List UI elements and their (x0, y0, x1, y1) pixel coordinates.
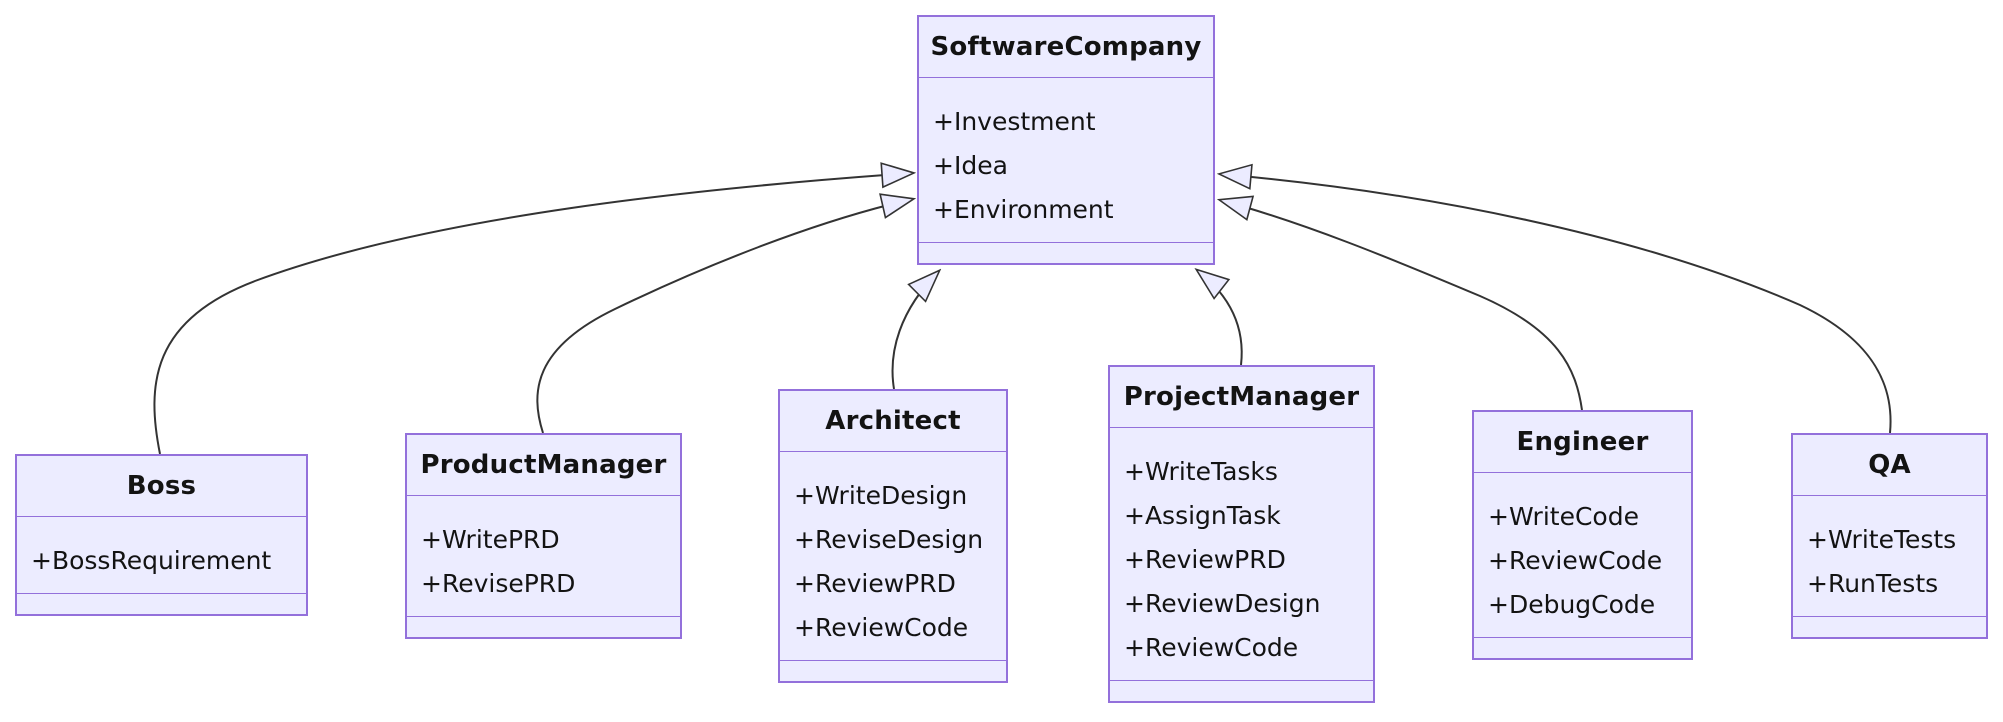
class-empty-methods-compartment (1474, 637, 1691, 658)
class-member: +Environment (933, 195, 1114, 224)
class-empty-methods-compartment (407, 616, 680, 637)
class-title: QA (1868, 450, 1911, 480)
edge-engineer-to-softwarecompany (1220, 200, 1583, 411)
edge-productmanager-to-softwarecompany (536, 199, 913, 434)
class-empty-methods-compartment (1110, 680, 1373, 701)
class-title: Boss (126, 471, 197, 501)
class-member: +WriteCode (1488, 502, 1639, 531)
class-member: +ReviewDesign (1124, 589, 1321, 618)
class-member: +WriteDesign (794, 481, 968, 510)
class-member: +ReviseDesign (794, 525, 984, 554)
class-members: +WriteTests +RunTests (1793, 495, 1986, 616)
class-member: +Investment (933, 107, 1096, 136)
class-box-boss: Boss +BossRequirement (15, 454, 308, 616)
class-title: Engineer (1516, 427, 1649, 457)
class-member: +DebugCode (1488, 590, 1656, 619)
class-member: +WriteTests (1807, 525, 1957, 554)
class-members: +WriteTasks +AssignTask +ReviewPRD +Revi… (1110, 427, 1373, 680)
class-members: +BossRequirement (17, 516, 306, 593)
class-member: +ReviewCode (1488, 546, 1663, 575)
class-member: +WriteTasks (1124, 457, 1278, 486)
class-box-architect: Architect +WriteDesign +ReviseDesign +Re… (778, 389, 1008, 683)
class-box-softwarecompany: SoftwareCompany +Investment +Idea +Envir… (917, 15, 1215, 265)
class-member: +BossRequirement (31, 546, 272, 575)
class-title: ProjectManager (1123, 382, 1360, 412)
class-member: +RunTests (1807, 569, 1939, 598)
class-member: +AssignTask (1124, 501, 1281, 530)
class-members: +Investment +Idea +Environment (919, 77, 1213, 242)
class-title: ProductManager (420, 450, 667, 480)
class-member: +RevisePRD (421, 569, 576, 598)
class-members: +WritePRD +RevisePRD (407, 495, 680, 616)
class-member: +Idea (933, 151, 1008, 180)
class-box-productmanager: ProductManager +WritePRD +RevisePRD (405, 433, 682, 639)
class-empty-methods-compartment (919, 242, 1213, 263)
class-box-engineer: Engineer +WriteCode +ReviewCode +DebugCo… (1472, 410, 1693, 660)
edge-qa-to-softwarecompany (1220, 174, 1892, 434)
edge-projectmanager-to-softwarecompany (1197, 270, 1243, 366)
class-box-projectmanager: ProjectManager +WriteTasks +AssignTask +… (1108, 365, 1375, 703)
class-empty-methods-compartment (1793, 616, 1986, 637)
class-title: SoftwareCompany (930, 32, 1202, 62)
edge-architect-to-softwarecompany (891, 271, 939, 390)
class-box-qa: QA +WriteTests +RunTests (1791, 433, 1988, 639)
class-member: +ReviewCode (1124, 633, 1299, 662)
class-empty-methods-compartment (17, 593, 306, 614)
class-member: +ReviewPRD (794, 569, 956, 598)
class-member: +WritePRD (421, 525, 560, 554)
edge-boss-to-softwarecompany (153, 173, 913, 455)
class-title: Architect (825, 406, 961, 436)
class-members: +WriteDesign +ReviseDesign +ReviewPRD +R… (780, 451, 1006, 660)
class-empty-methods-compartment (780, 660, 1006, 681)
class-member: +ReviewCode (794, 613, 969, 642)
class-member: +ReviewPRD (1124, 545, 1286, 574)
class-members: +WriteCode +ReviewCode +DebugCode (1474, 472, 1691, 637)
